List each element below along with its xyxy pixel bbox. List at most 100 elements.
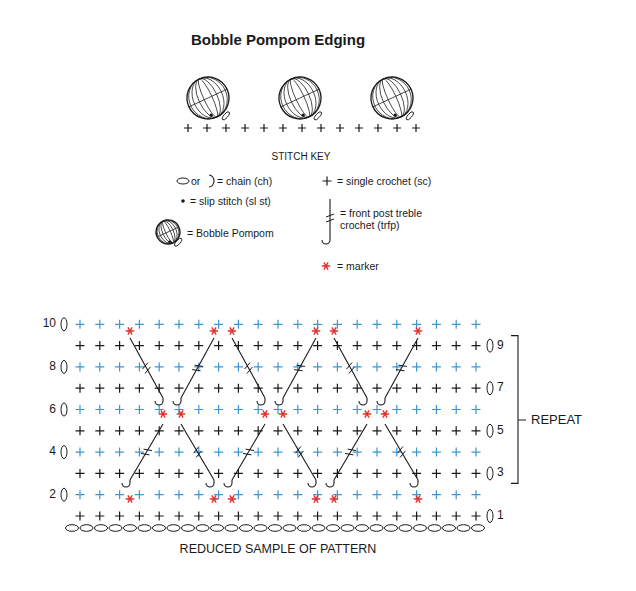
- single-crochet-symbol: [412, 405, 421, 414]
- single-crochet-symbol: [155, 490, 164, 499]
- single-crochet-symbol: [234, 320, 243, 329]
- chain-symbol: [487, 510, 493, 523]
- single-crochet-symbol: [234, 405, 243, 414]
- row-number: 4: [49, 445, 56, 459]
- chain-symbol: [240, 525, 253, 532]
- single-crochet-symbol: [274, 426, 283, 435]
- chain-symbol: [356, 525, 369, 532]
- row-number: 2: [49, 488, 56, 502]
- single-crochet-symbol: [472, 362, 481, 371]
- bobble-pompom-symbol: [152, 216, 184, 248]
- chart-title: Bobble Pompom Edging: [191, 31, 365, 48]
- single-crochet-symbol: [135, 426, 144, 435]
- single-crochet-symbol: [353, 426, 362, 435]
- legend-text: = marker: [337, 260, 379, 272]
- single-crochet-symbol: [76, 512, 85, 521]
- post-stitch-symbol: [334, 338, 367, 405]
- chain-symbol: [487, 382, 493, 395]
- single-crochet-symbol: [234, 384, 243, 393]
- single-crochet-symbol: [214, 405, 223, 414]
- single-crochet-symbol: [76, 426, 85, 435]
- single-crochet-symbol: [452, 490, 461, 499]
- single-crochet-symbol: [155, 362, 164, 371]
- chain-symbol: [254, 525, 267, 532]
- marker-symbol: [279, 410, 287, 417]
- single-crochet-symbol: [333, 426, 342, 435]
- repeat-bracket: [511, 336, 526, 484]
- row-number: 1: [497, 509, 504, 523]
- post-stitch-symbol: [130, 338, 163, 405]
- single-crochet-symbol: [279, 124, 287, 132]
- single-crochet-symbol: [260, 124, 268, 132]
- single-crochet-symbol: [184, 124, 192, 132]
- post-stitch-symbol: [275, 338, 316, 405]
- single-crochet-symbol: [373, 490, 382, 499]
- single-crochet-symbol: [135, 512, 144, 521]
- single-crochet-symbol: [274, 362, 283, 371]
- single-crochet-symbol: [374, 124, 382, 132]
- single-crochet-symbol: [333, 384, 342, 393]
- single-crochet-symbol: [254, 469, 263, 478]
- chain-symbol: [209, 175, 214, 187]
- single-crochet-symbol: [452, 469, 461, 478]
- chain-symbol: [138, 525, 151, 532]
- single-crochet-symbol: [412, 362, 421, 371]
- chain-symbol: [61, 488, 67, 501]
- repeat-label: REPEAT: [531, 413, 582, 428]
- single-crochet-symbol: [234, 362, 243, 371]
- chain-symbol: [124, 525, 137, 532]
- single-crochet-symbol: [95, 469, 104, 478]
- single-crochet-symbol: [175, 320, 184, 329]
- single-crochet-symbol: [432, 362, 441, 371]
- chain-symbol: [327, 525, 340, 532]
- single-crochet-symbol: [313, 512, 322, 521]
- single-crochet-symbol: [472, 341, 481, 350]
- row-number: 10: [43, 317, 56, 331]
- single-crochet-symbol: [76, 405, 85, 414]
- single-crochet-symbol: [234, 448, 243, 457]
- slip-stitch-symbol: [181, 199, 185, 203]
- single-crochet-symbol: [214, 512, 223, 521]
- single-crochet-symbol: [392, 320, 401, 329]
- single-crochet-symbol: [115, 469, 124, 478]
- marker-symbol: [126, 327, 134, 334]
- single-crochet-symbol: [355, 124, 363, 132]
- single-crochet-symbol: [432, 448, 441, 457]
- marker-symbol: [126, 495, 134, 502]
- post-stitch-symbol: [385, 424, 418, 487]
- single-crochet-symbol: [293, 384, 302, 393]
- single-crochet-symbol: [412, 384, 421, 393]
- single-crochet-symbol: [155, 448, 164, 457]
- single-crochet-symbol: [194, 405, 203, 414]
- single-crochet-symbol: [214, 384, 223, 393]
- single-crochet-symbol: [115, 426, 124, 435]
- marker-symbol: [159, 410, 167, 417]
- single-crochet-symbol: [313, 341, 322, 350]
- single-crochet-symbol: [214, 426, 223, 435]
- marker-symbol: [312, 495, 320, 502]
- single-crochet-symbol: [155, 469, 164, 478]
- chain-symbol: [298, 525, 311, 532]
- chain-symbol: [443, 525, 456, 532]
- single-crochet-symbol: [115, 320, 124, 329]
- single-crochet-symbol: [333, 448, 342, 457]
- single-crochet-symbol: [194, 384, 203, 393]
- single-crochet-symbol: [472, 448, 481, 457]
- marker-symbol: [210, 495, 218, 502]
- chain-symbol: [283, 525, 296, 532]
- row-number: 7: [497, 381, 504, 395]
- single-crochet-symbol: [194, 490, 203, 499]
- chain-symbol: [269, 525, 282, 532]
- post-stitch-symbol: [232, 338, 265, 405]
- chain-symbol: [487, 339, 493, 352]
- post-stitch-symbol: [181, 424, 214, 487]
- single-crochet-symbol: [333, 320, 342, 329]
- single-crochet-symbol: [155, 320, 164, 329]
- single-crochet-symbol: [313, 405, 322, 414]
- single-crochet-symbol: [373, 426, 382, 435]
- single-crochet-symbol: [254, 448, 263, 457]
- marker-symbol: [177, 410, 185, 417]
- legend-text: = slip stitch (sl st): [190, 195, 271, 207]
- single-crochet-symbol: [95, 341, 104, 350]
